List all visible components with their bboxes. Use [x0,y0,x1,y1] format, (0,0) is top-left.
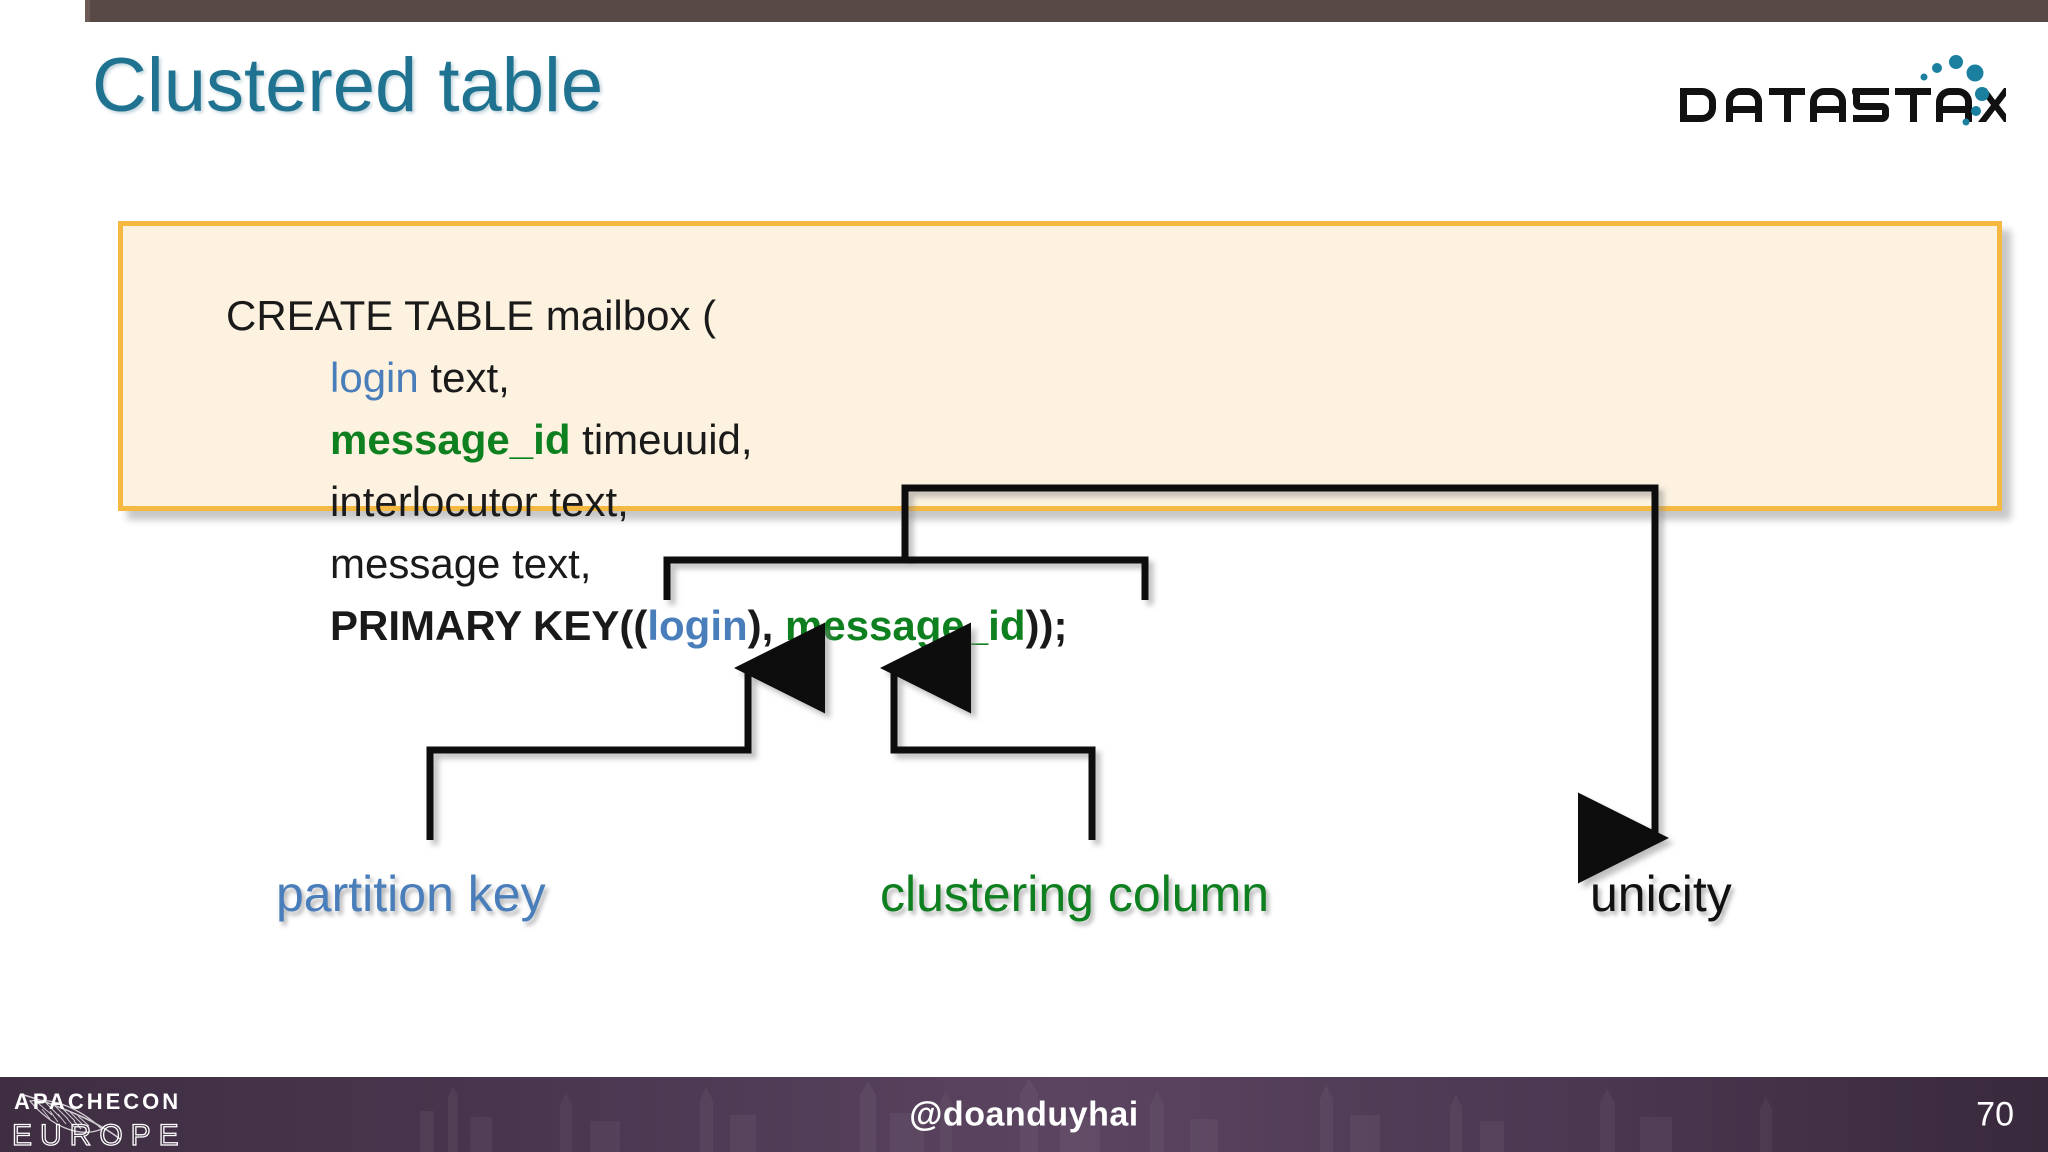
code-line-4: message text, [226,533,1067,595]
speaker-handle: @doanduyhai [909,1095,1139,1133]
clustering-column-connector [880,622,1096,840]
apachecon-europe-logo: APACHECON EUROPE [8,1081,278,1152]
apachecon-wordmark-line2: EUROPE [12,1119,187,1152]
code-token-4-0: message text, [330,540,592,587]
code-token-1-0: login [330,354,419,401]
code-token-5-2: ), [747,602,785,649]
top-accent-bar-cap [85,0,90,22]
code-line-5: PRIMARY KEY((login), message_id)); [226,595,1067,657]
code-token-5-3: message_id [785,602,1026,649]
code-token-2-0: message_id [330,416,571,463]
code-token-5-1: login [647,602,748,649]
partition-key-connector [426,622,825,840]
callout-unicity: unicity [1590,866,1732,922]
callout-partition-key: partition key [276,866,546,922]
slide-footer: APACHECON EUROPE @doanduyhai 70 [0,1077,2048,1152]
code-token-3-0: interlocutor text, [330,478,629,525]
page-number: 70 [1976,1095,2014,1133]
page-title: Clustered table [92,43,604,128]
datastax-logo [1676,48,2012,134]
top-accent-bar [85,0,2048,22]
code-line-1: login text, [226,347,1067,409]
code-token-5-4: )); [1025,602,1068,649]
apachecon-wordmark-line1: APACHECON [14,1089,181,1114]
code-token-1-1: text, [418,354,510,401]
code-line-3: interlocutor text, [226,471,1067,533]
code-line-0: CREATE TABLE mailbox ( [226,285,1067,347]
code-token-0-0: CREATE TABLE mailbox ( [226,292,717,339]
cql-code-block: CREATE TABLE mailbox (login text,message… [226,285,1067,657]
code-line-2: message_id timeuuid, [226,409,1067,471]
code-token-2-1: timeuuid, [570,416,753,463]
code-panel [118,221,2002,511]
footer-skyline-graphic [420,1079,1773,1152]
code-token-5-0: PRIMARY KEY(( [330,602,648,649]
callout-clustering-column: clustering column [880,866,1270,922]
